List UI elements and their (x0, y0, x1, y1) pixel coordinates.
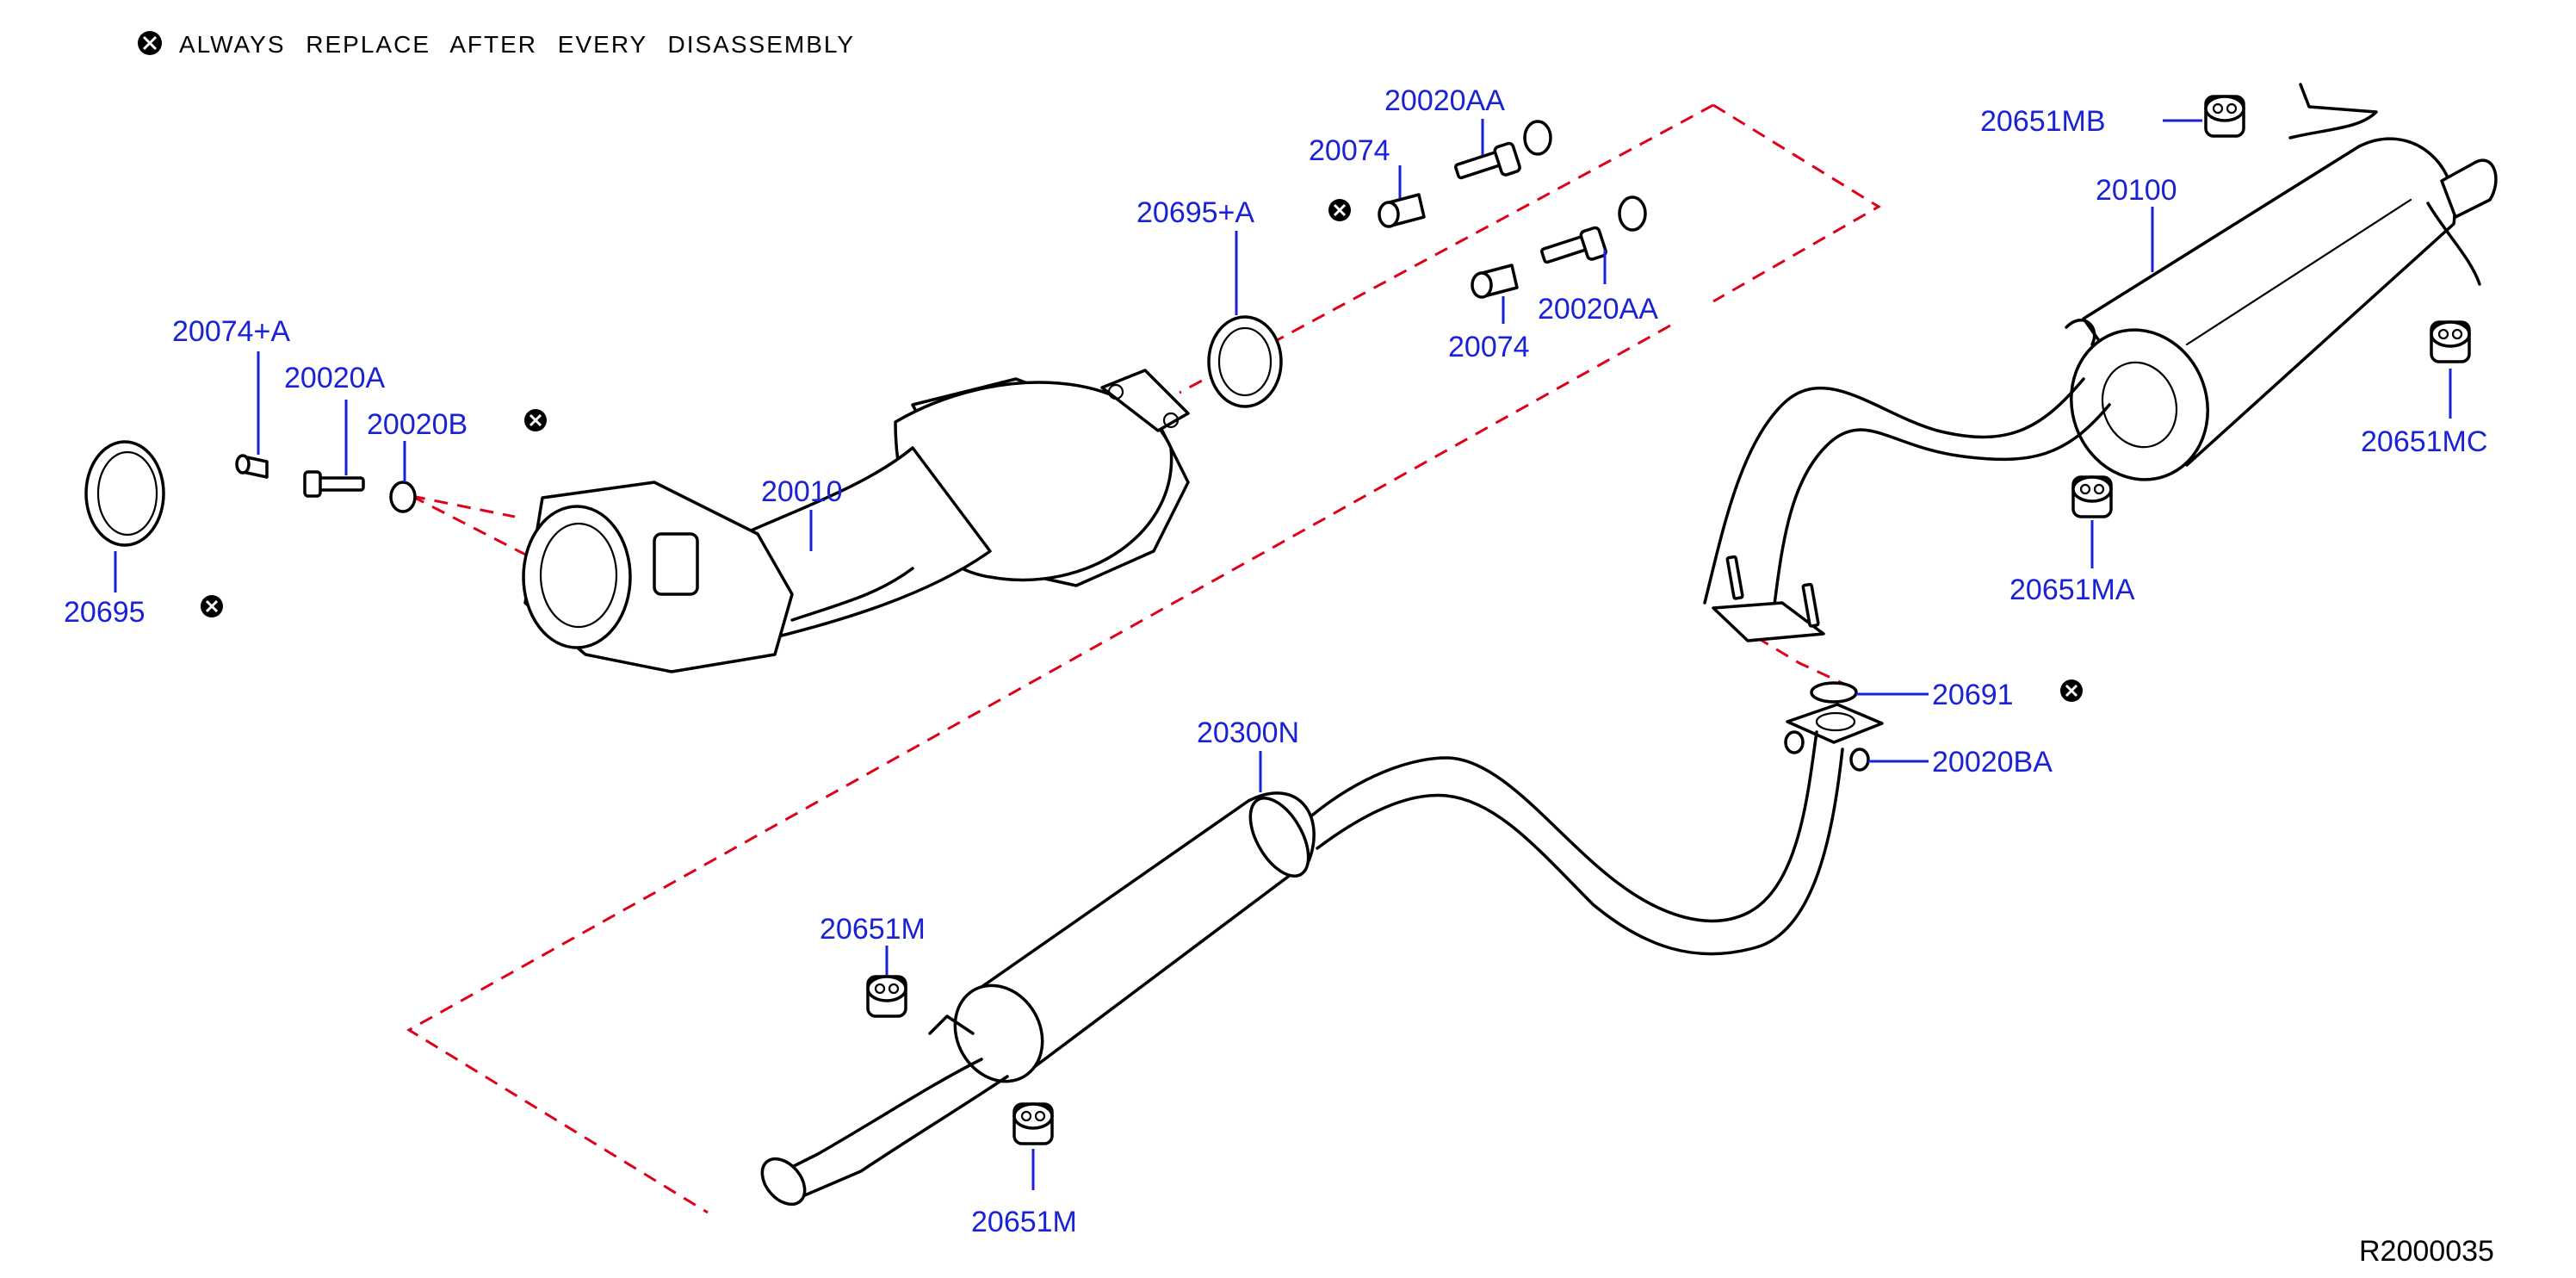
assembly-boundary (406, 103, 1881, 1214)
gasket-20691 (1810, 681, 1858, 704)
callout-20651m-upper: 20651M (820, 913, 926, 946)
callout-20020a: 20020A (284, 362, 386, 394)
callout-20100: 20100 (2096, 174, 2177, 207)
callout-20651m-lower: 20651M (971, 1206, 1077, 1238)
bolt-20020a (303, 470, 365, 498)
callout-20020b: 20020B (367, 408, 468, 441)
callout-20020aa-top: 20020AA (1384, 84, 1505, 117)
gasket-20695 (84, 440, 165, 547)
tail-connecting-pipe (1703, 377, 2111, 642)
callout-20074-top: 20074 (1309, 134, 1390, 167)
callout-20020aa-mid: 20020AA (1538, 293, 1658, 326)
replace-note: ALWAYS REPLACE AFTER EVERY DISASSEMBLY (138, 31, 855, 58)
rear-muffler-20100 (2065, 83, 2498, 481)
reference-code: R2000035 (2359, 1235, 2494, 1268)
catalytic-converter-20010 (522, 369, 1190, 673)
gasket-20695-a (1207, 315, 1283, 408)
nut-20020b (389, 481, 417, 513)
replace-marker-20020b (524, 409, 547, 431)
mount-20651m-lower (1012, 1102, 1054, 1145)
replace-marker-20695 (201, 595, 223, 617)
center-pipe-20300n (760, 730, 1844, 1207)
callout-20074-a: 20074+A (172, 315, 290, 348)
bolt-20020aa-top (1454, 120, 1552, 180)
callout-20695-a: 20695+A (1136, 196, 1254, 229)
callout-20651mb: 20651MB (1980, 105, 2106, 138)
leader-lines (114, 119, 2452, 1190)
callout-20691: 20691 (1932, 679, 2014, 711)
mount-20651mb (2204, 95, 2245, 138)
bolt-20020aa-mid (1540, 195, 1647, 264)
callout-20300n: 20300N (1197, 717, 1299, 749)
nut-20020ba (1784, 703, 1884, 772)
bushing-20074-top (1378, 193, 1426, 228)
bushing-20074-a (235, 454, 269, 479)
replace-marker-20695a (1328, 199, 1351, 221)
callout-20651ma: 20651MA (2009, 574, 2135, 606)
mount-20651mc (2430, 320, 2471, 363)
circle-x-icon (138, 31, 162, 55)
callout-20020ba: 20020BA (1932, 746, 2053, 779)
mount-20651m-upper (866, 975, 907, 1018)
callout-20010: 20010 (761, 475, 843, 508)
callout-20074-mid: 20074 (1448, 331, 1530, 363)
callout-20695: 20695 (64, 596, 146, 629)
replace-marker-20691 (2060, 679, 2083, 702)
bushing-20074-mid (1471, 264, 1519, 299)
mount-20651ma (2071, 475, 2113, 518)
replace-note-text: ALWAYS REPLACE AFTER EVERY DISASSEMBLY (179, 31, 855, 58)
callout-20651mc: 20651MC (2361, 425, 2487, 458)
